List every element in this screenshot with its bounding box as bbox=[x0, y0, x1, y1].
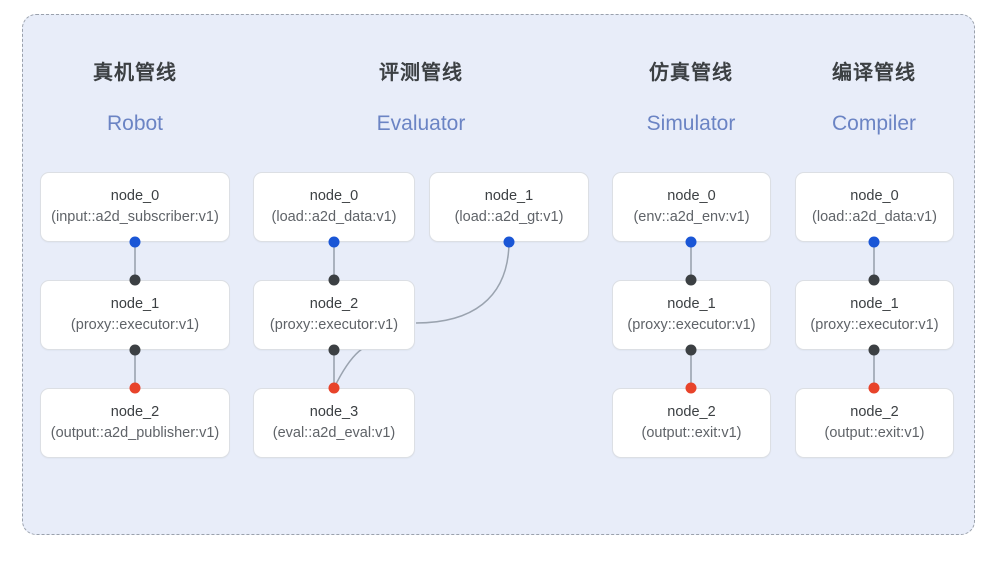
port-input-dot-compiler-1[interactable] bbox=[868, 274, 880, 286]
node-spec: (load::a2d_gt:v1) bbox=[454, 209, 564, 225]
node-card-evaluator-0[interactable]: node_0 (load::a2d_data:v1) bbox=[253, 172, 415, 242]
port-input-dot-simulator-1[interactable] bbox=[685, 274, 697, 286]
port-output-dot-simulator-1[interactable] bbox=[685, 344, 697, 356]
node-card-simulator-2[interactable]: node_2 (output::exit:v1) bbox=[612, 388, 771, 458]
node-spec: (proxy::executor:v1) bbox=[269, 317, 399, 333]
port-terminal-dot-robot-2[interactable] bbox=[129, 382, 141, 394]
node-spec: (load::a2d_data:v1) bbox=[812, 209, 937, 225]
port-terminal-dot-compiler-2[interactable] bbox=[868, 382, 880, 394]
port-output-dot-evaluator-0[interactable] bbox=[328, 236, 340, 248]
node-spec: (eval::a2d_eval:v1) bbox=[272, 425, 396, 441]
node-card-simulator-1[interactable]: node_1 (proxy::executor:v1) bbox=[612, 280, 771, 350]
port-output-dot-compiler-0[interactable] bbox=[868, 236, 880, 248]
node-name: node_1 bbox=[110, 296, 160, 312]
node-spec: (load::a2d_data:v1) bbox=[271, 209, 397, 225]
node-name: node_3 bbox=[309, 404, 359, 420]
port-output-dot-evaluator-gt[interactable] bbox=[503, 236, 515, 248]
node-spec: (proxy::executor:v1) bbox=[810, 317, 939, 333]
port-output-dot-compiler-1[interactable] bbox=[868, 344, 880, 356]
node-name: node_1 bbox=[484, 188, 534, 204]
node-card-compiler-1[interactable]: node_1 (proxy::executor:v1) bbox=[795, 280, 954, 350]
node-card-simulator-0[interactable]: node_0 (env::a2d_env:v1) bbox=[612, 172, 771, 242]
node-card-robot-1[interactable]: node_1 (proxy::executor:v1) bbox=[40, 280, 230, 350]
node-name: node_1 bbox=[667, 296, 716, 312]
port-output-dot-robot-0[interactable] bbox=[129, 236, 141, 248]
node-spec: (output::exit:v1) bbox=[641, 425, 742, 441]
node-spec: (output::a2d_publisher:v1) bbox=[50, 425, 220, 441]
node-name: node_2 bbox=[850, 404, 899, 420]
node-name: node_0 bbox=[309, 188, 359, 204]
node-spec: (output::exit:v1) bbox=[824, 425, 925, 441]
node-name: node_0 bbox=[667, 188, 716, 204]
port-terminal-dot-evaluator-3[interactable] bbox=[328, 382, 340, 394]
port-output-dot-evaluator-2[interactable] bbox=[328, 344, 340, 356]
node-spec: (proxy::executor:v1) bbox=[627, 317, 756, 333]
node-card-evaluator-2[interactable]: node_2 (proxy::executor:v1) bbox=[253, 280, 415, 350]
node-name: node_2 bbox=[110, 404, 160, 420]
node-name: node_0 bbox=[850, 188, 899, 204]
node-card-compiler-2[interactable]: node_2 (output::exit:v1) bbox=[795, 388, 954, 458]
node-name: node_2 bbox=[667, 404, 716, 420]
port-output-dot-robot-1[interactable] bbox=[129, 344, 141, 356]
port-input-dot-robot-1[interactable] bbox=[129, 274, 141, 286]
port-output-dot-simulator-0[interactable] bbox=[685, 236, 697, 248]
node-card-evaluator-gt[interactable]: node_1 (load::a2d_gt:v1) bbox=[429, 172, 589, 242]
node-name: node_0 bbox=[110, 188, 160, 204]
node-spec: (input::a2d_subscriber:v1) bbox=[51, 209, 219, 225]
node-card-robot-0[interactable]: node_0 (input::a2d_subscriber:v1) bbox=[40, 172, 230, 242]
port-input-dot-evaluator-2[interactable] bbox=[328, 274, 340, 286]
node-card-robot-2[interactable]: node_2 (output::a2d_publisher:v1) bbox=[40, 388, 230, 458]
node-spec: (proxy::executor:v1) bbox=[70, 317, 200, 333]
node-name: node_1 bbox=[850, 296, 899, 312]
node-card-compiler-0[interactable]: node_0 (load::a2d_data:v1) bbox=[795, 172, 954, 242]
port-terminal-dot-simulator-2[interactable] bbox=[685, 382, 697, 394]
node-spec: (env::a2d_env:v1) bbox=[633, 209, 750, 225]
node-name: node_2 bbox=[309, 296, 359, 312]
node-card-evaluator-3[interactable]: node_3 (eval::a2d_eval:v1) bbox=[253, 388, 415, 458]
